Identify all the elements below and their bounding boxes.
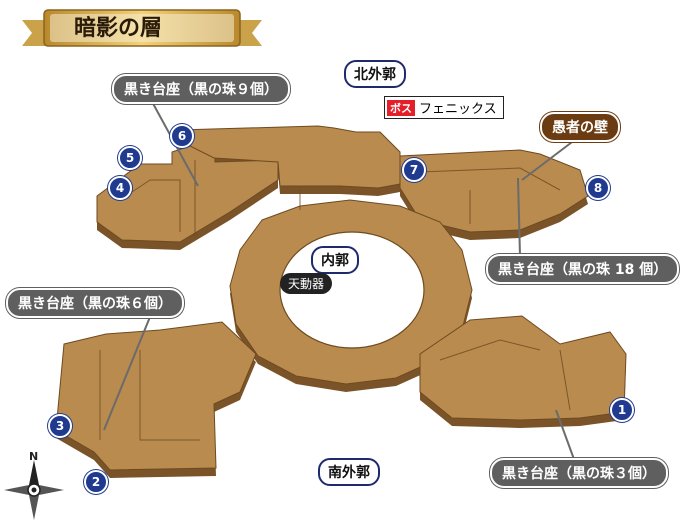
area-south-label: 南外郭 bbox=[318, 458, 380, 486]
pedestal-label-6: 黒き台座（黒の珠６個） bbox=[6, 288, 184, 318]
compass-north-label: N bbox=[29, 450, 39, 463]
marker-8[interactable]: 8 bbox=[586, 176, 610, 200]
title-ribbon bbox=[22, 9, 262, 47]
device-label: 天動器 bbox=[280, 273, 333, 294]
floor-north-band bbox=[177, 125, 401, 189]
marker-6[interactable]: 6 bbox=[170, 124, 194, 148]
map-title: 暗影の層 bbox=[74, 16, 163, 41]
pedestal-label-9: 黒き台座（黒の珠９個） bbox=[112, 74, 290, 104]
marker-3[interactable]: 3 bbox=[48, 414, 72, 438]
boss-tag: ボス bbox=[387, 99, 415, 116]
floor-se bbox=[419, 315, 627, 421]
marker-1[interactable]: 1 bbox=[610, 398, 634, 422]
boss-name: フェニックス bbox=[419, 102, 497, 117]
marker-4[interactable]: 4 bbox=[108, 176, 132, 200]
area-north-label: 北外郭 bbox=[344, 60, 406, 88]
pedestal-label-3: 黒き台座（黒の珠３個） bbox=[490, 458, 668, 488]
wall-label: 愚者の壁 bbox=[540, 112, 620, 142]
boss-label: ボス フェニックス bbox=[384, 96, 504, 119]
corridor-lines bbox=[99, 160, 571, 441]
marker-2[interactable]: 2 bbox=[84, 470, 108, 494]
floor-sw bbox=[55, 321, 257, 471]
marker-7[interactable]: 7 bbox=[402, 158, 426, 182]
marker-5[interactable]: 5 bbox=[118, 146, 142, 170]
area-inner-label: 内郭 bbox=[311, 246, 359, 274]
pedestal-label-18: 黒き台座（黒の珠 18 個） bbox=[486, 254, 680, 284]
compass-rose bbox=[4, 460, 64, 520]
floor-nw bbox=[96, 143, 279, 243]
